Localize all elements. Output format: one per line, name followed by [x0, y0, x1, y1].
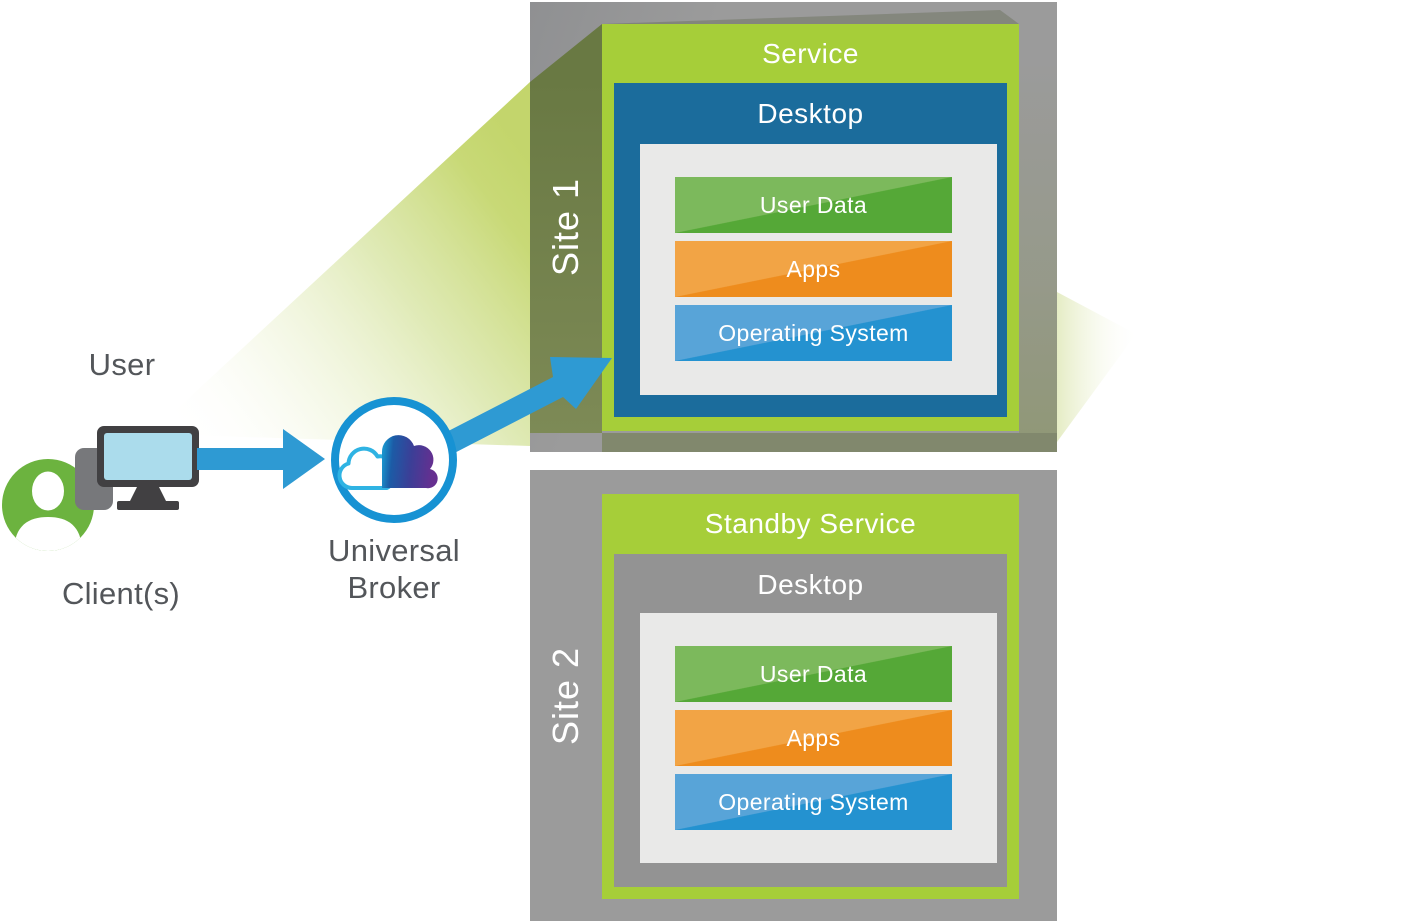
bar-label: Operating System — [718, 788, 909, 815]
beam-olive-strip — [530, 24, 602, 433]
beam-top-sliver — [602, 10, 1019, 24]
site2-service-box: Standby Service Desktop User Data Apps O… — [602, 494, 1019, 899]
site2-desktop-label: Desktop — [757, 569, 864, 600]
site2-desktop-box: Desktop User Data Apps Operating System — [614, 554, 1007, 887]
site2-layer-operating-system: Operating System — [675, 774, 952, 830]
beam-right-tint — [1019, 24, 1057, 433]
beam-exit-glow — [1057, 292, 1136, 442]
bar-label: Operating System — [718, 319, 909, 346]
site2-service-label: Standby Service — [704, 507, 917, 539]
beam-bottom-tint — [602, 433, 1057, 452]
user-label: User — [88, 347, 156, 382]
cloud-filled-icon — [381, 435, 438, 489]
site1-service-label: Service — [762, 37, 859, 69]
person-icon — [2, 459, 94, 551]
site1-layer-operating-system: Operating System — [675, 305, 952, 361]
universal-broker-icon — [331, 397, 457, 523]
client-label: Client(s) — [61, 576, 181, 611]
broker-label-line2: Broker — [347, 570, 441, 605]
arrow-client-to-broker — [197, 429, 325, 489]
site1-inner-panel: User Data Apps Operating System — [640, 144, 997, 395]
site2-layer-user-data: User Data — [675, 646, 952, 702]
site2-inner-panel: User Data Apps Operating System — [640, 613, 997, 863]
site1-desktop-box: Desktop User Data Apps Operating System — [614, 83, 1007, 417]
bar-label: Apps — [786, 255, 841, 282]
arrow-broker-to-site1 — [427, 357, 612, 462]
site2-layer-apps: Apps — [675, 710, 952, 766]
site1-desktop-label: Desktop — [757, 98, 864, 129]
broker-label-line1: Universal — [328, 533, 460, 568]
site2-panel: Site 2 Standby Service Desktop User Data… — [530, 470, 1057, 921]
universal-broker-label: Universal Broker — [294, 532, 494, 606]
site1-panel: Site 1 Service Desktop User Data Apps Op… — [530, 2, 1057, 452]
site1-layer-user-data: User Data — [675, 177, 952, 233]
site1-beam-overlay — [530, 10, 1057, 452]
beam-cone — [150, 82, 530, 446]
bar-label: User Data — [759, 191, 868, 218]
bar-label: User Data — [759, 660, 868, 687]
monitor-icon — [75, 426, 199, 510]
site1-layer-apps: Apps — [675, 241, 952, 297]
site1-service-box: Service Desktop User Data Apps Operating… — [602, 24, 1019, 431]
bar-label: Apps — [786, 724, 841, 751]
